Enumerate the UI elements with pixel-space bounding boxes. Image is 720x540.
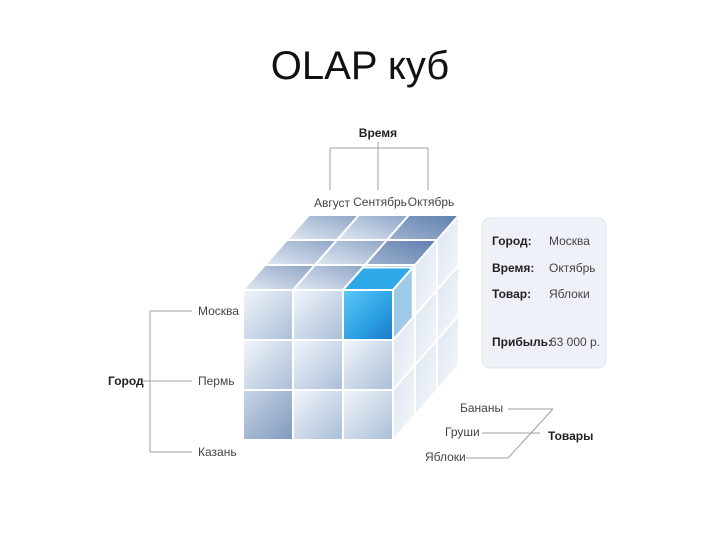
cube-side-cell [436, 314, 460, 391]
cube-front-cell [342, 389, 394, 441]
product-member-bananas: Бананы [460, 401, 503, 415]
cube-front-cell [242, 389, 294, 441]
cube-top-cell [386, 214, 460, 241]
city-member-kazan: Казань [198, 445, 237, 459]
cube-highlight-side [392, 266, 414, 341]
info-key-profit: Прибыль: [492, 335, 552, 349]
product-member-pears: Груши [445, 425, 480, 439]
time-member-september: Сентябрь [353, 195, 407, 209]
city-member-perm: Пермь [198, 374, 234, 388]
info-value-city: Москва [549, 234, 590, 248]
cube-front-cell [292, 289, 344, 341]
info-panel-background [481, 217, 607, 369]
city-member-moscow: Москва [198, 304, 239, 318]
cube-front-face [242, 266, 414, 441]
connector-lines [142, 142, 554, 459]
info-key-time: Время: [492, 261, 534, 275]
info-value-profit: 63 000 р. [550, 335, 600, 349]
slide-title: OLAP куб [270, 44, 450, 88]
product-member-apples: Яблоки [425, 450, 466, 464]
info-key-city: Город: [492, 234, 532, 248]
info-key-product: Товар: [492, 287, 531, 301]
cube-front-cell [342, 339, 394, 391]
axis-label-products: Товары [548, 429, 593, 443]
info-panel: Город: Москва Время: Октябрь Товар: Ябло… [481, 217, 607, 369]
cube-front-cell [292, 339, 344, 391]
axis-label-time: Время [359, 126, 397, 140]
time-member-october: Октябрь [408, 195, 455, 209]
axis-label-city: Город [108, 374, 144, 388]
info-value-time: Октябрь [549, 261, 596, 275]
info-value-product: Яблоки [549, 287, 590, 301]
cube-highlight-cell [342, 289, 394, 341]
cube-front-cell [242, 289, 294, 341]
cube-front-cell [242, 339, 294, 391]
cube-front-cell [292, 389, 344, 441]
time-member-august: Август [314, 196, 351, 210]
